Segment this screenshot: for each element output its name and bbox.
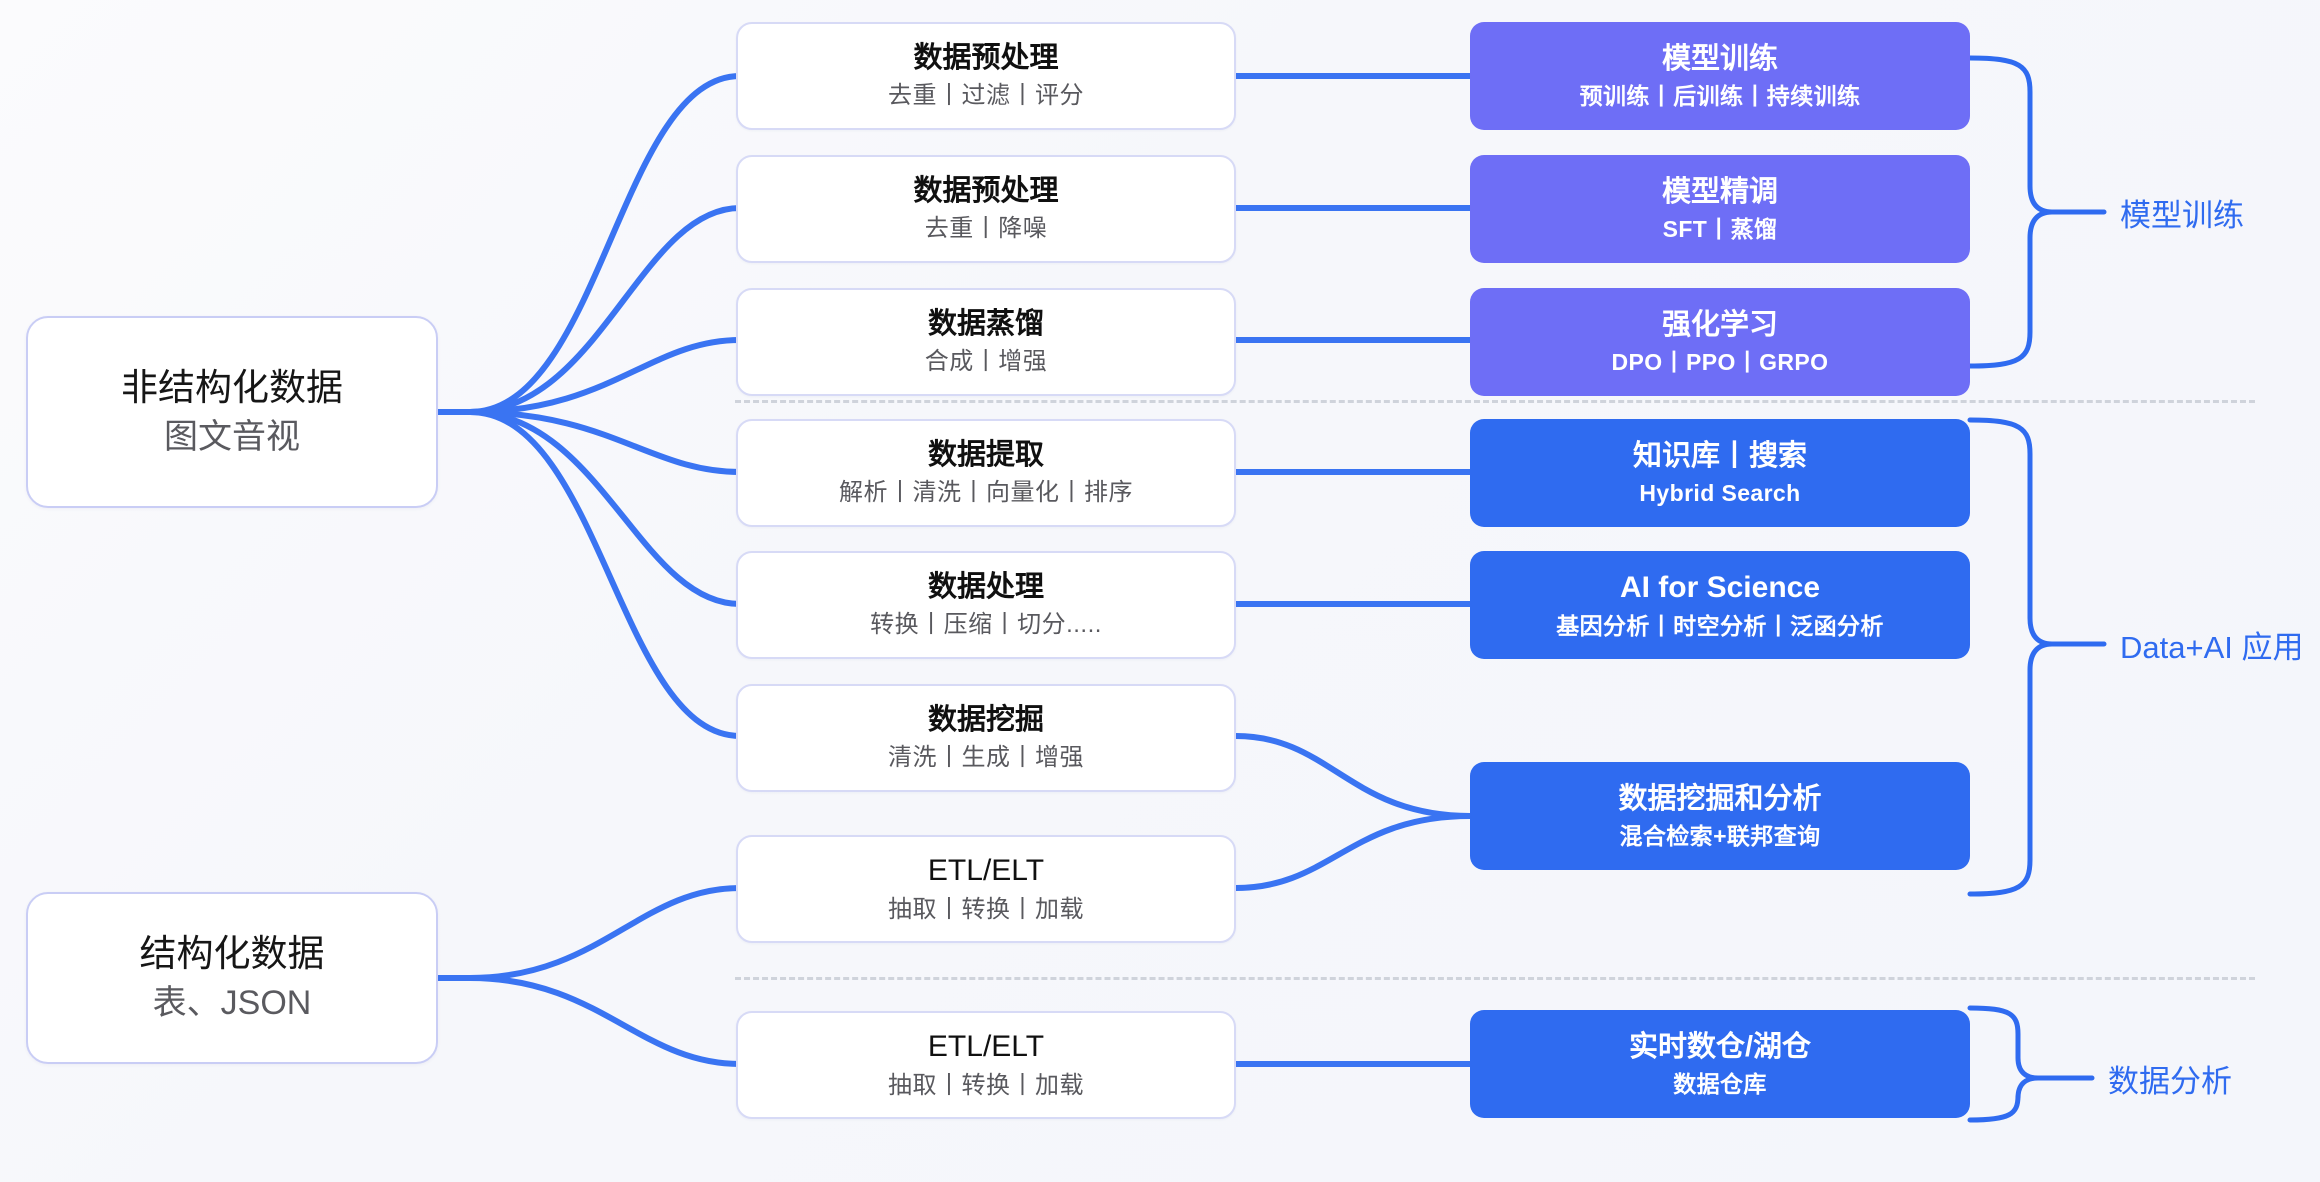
- outcome-node-kb-search[interactable]: 知识库丨搜索 Hybrid Search: [1470, 419, 1970, 527]
- link-etl-1-to-mining-analysis: [1233, 813, 1473, 891]
- link-unstructured-to-distill: [435, 337, 743, 415]
- pipeline-node-extract[interactable]: 数据提取 解析丨清洗丨向量化丨排序: [736, 419, 1236, 527]
- outcome-title: 强化学习: [1661, 308, 1778, 341]
- pipeline-node-etl-2[interactable]: ETL/ELT 抽取丨转换丨加载: [736, 1011, 1236, 1119]
- outcome-title: 知识库丨搜索: [1632, 439, 1807, 472]
- source-title: 结构化数据: [139, 933, 325, 975]
- pipeline-subtitle: 合成丨增强: [924, 348, 1048, 376]
- pipeline-subtitle: 解析丨清洗丨向量化丨排序: [839, 479, 1133, 507]
- link-structured-to-etl-1: [435, 885, 743, 981]
- pipeline-title: 数据预处理: [913, 42, 1059, 75]
- pipeline-title: 数据处理: [927, 571, 1044, 604]
- outcome-title: AI for Science: [1619, 571, 1821, 605]
- outcome-subtitle: SFT丨蒸馏: [1662, 215, 1778, 242]
- outcome-title: 模型精调: [1661, 175, 1778, 208]
- pipeline-subtitle: 去重丨过滤丨评分: [888, 82, 1084, 110]
- source-title: 非结构化数据: [121, 367, 343, 409]
- group-label-data-ai-app: Data+AI 应用: [2120, 630, 2304, 665]
- group-label-model-training: 模型训练: [2120, 198, 2244, 233]
- outcome-title: 数据挖掘和分析: [1618, 782, 1822, 815]
- pipeline-title: 数据预处理: [913, 175, 1059, 208]
- group-label-data-analysis: 数据分析: [2108, 1064, 2232, 1099]
- pipeline-node-prep-2[interactable]: 数据预处理 去重丨降噪: [736, 155, 1236, 263]
- link-unstructured-to-prep-2: [435, 205, 743, 415]
- source-node-unstructured[interactable]: 非结构化数据 图文音视: [26, 316, 438, 508]
- outcome-title: 实时数仓/湖仓: [1628, 1030, 1812, 1063]
- pipeline-node-etl-1[interactable]: ETL/ELT 抽取丨转换丨加载: [736, 835, 1236, 943]
- outcome-node-warehouse[interactable]: 实时数仓/湖仓 数据仓库: [1470, 1010, 1970, 1118]
- brace-data-ai-app: [1967, 417, 2055, 897]
- section-divider-bottom: [735, 977, 2255, 980]
- outcome-subtitle: DPO丨PPO丨GRPO: [1611, 348, 1829, 375]
- outcome-node-ai4science[interactable]: AI for Science 基因分析丨时空分析丨泛函分析: [1470, 551, 1970, 659]
- pipeline-subtitle: 去重丨降噪: [924, 215, 1048, 243]
- outcome-subtitle: Hybrid Search: [1639, 479, 1801, 506]
- source-node-structured[interactable]: 结构化数据 表、JSON: [26, 892, 438, 1064]
- link-mining-to-mining-analysis: [1233, 733, 1473, 819]
- link-unstructured-to-extract: [435, 409, 743, 475]
- pipeline-node-prep-1[interactable]: 数据预处理 去重丨过滤丨评分: [736, 22, 1236, 130]
- link-unstructured-to-prep-1: [435, 73, 743, 415]
- pipeline-subtitle: 抽取丨转换丨加载: [888, 895, 1084, 923]
- brace-data-analysis: [1967, 1005, 2041, 1123]
- outcome-subtitle: 预训练丨后训练丨持续训练: [1579, 82, 1861, 109]
- link-unstructured-to-process: [435, 409, 743, 607]
- outcome-subtitle: 数据仓库: [1673, 1070, 1767, 1097]
- outcome-node-train[interactable]: 模型训练 预训练丨后训练丨持续训练: [1470, 22, 1970, 130]
- source-subtitle: 图文音视: [164, 417, 300, 456]
- pipeline-title: 数据挖掘: [927, 704, 1044, 737]
- outcome-node-mining-analysis[interactable]: 数据挖掘和分析 混合检索+联邦查询: [1470, 762, 1970, 870]
- outcome-subtitle: 基因分析丨时空分析丨泛函分析: [1556, 612, 1884, 639]
- outcome-node-finetune[interactable]: 模型精调 SFT丨蒸馏: [1470, 155, 1970, 263]
- section-divider-top: [735, 400, 2255, 403]
- pipeline-node-process[interactable]: 数据处理 转换丨压缩丨切分.....: [736, 551, 1236, 659]
- pipeline-title: ETL/ELT: [927, 854, 1045, 888]
- pipeline-title: 数据提取: [927, 439, 1044, 472]
- pipeline-title: ETL/ELT: [927, 1030, 1045, 1064]
- outcome-title: 模型训练: [1661, 42, 1778, 75]
- source-subtitle: 表、JSON: [152, 983, 312, 1022]
- link-structured-to-etl-2: [435, 975, 743, 1067]
- outcome-node-rl[interactable]: 强化学习 DPO丨PPO丨GRPO: [1470, 288, 1970, 396]
- link-unstructured-to-mining: [435, 409, 743, 739]
- pipeline-subtitle: 清洗丨生成丨增强: [888, 744, 1084, 772]
- pipeline-title: 数据蒸馏: [927, 308, 1044, 341]
- pipeline-subtitle: 转换丨压缩丨切分.....: [870, 611, 1102, 639]
- pipeline-node-distill[interactable]: 数据蒸馏 合成丨增强: [736, 288, 1236, 396]
- pipeline-subtitle: 抽取丨转换丨加载: [888, 1071, 1084, 1099]
- outcome-subtitle: 混合检索+联邦查询: [1619, 822, 1821, 849]
- pipeline-node-mining[interactable]: 数据挖掘 清洗丨生成丨增强: [736, 684, 1236, 792]
- brace-model-training: [1967, 55, 2055, 369]
